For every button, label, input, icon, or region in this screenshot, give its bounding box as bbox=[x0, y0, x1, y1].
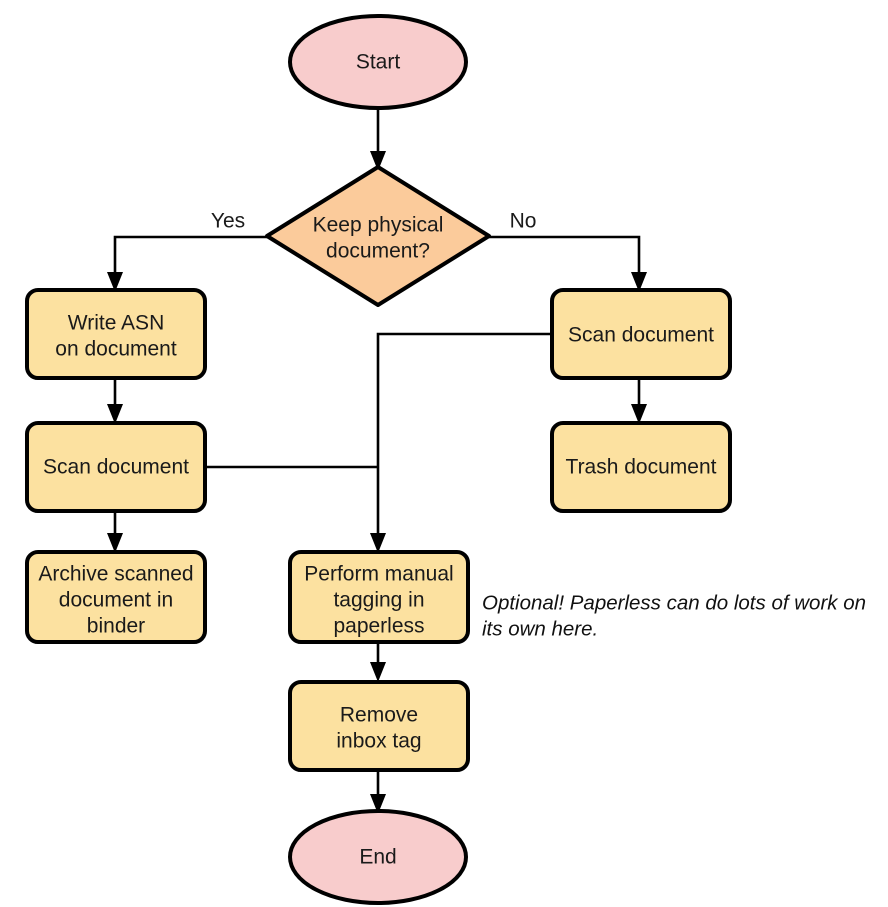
node-write-asn[interactable]: Write ASN on document bbox=[25, 288, 207, 380]
node-scan-document-right[interactable]: Scan document bbox=[550, 288, 732, 380]
edge-label-yes: Yes bbox=[211, 210, 245, 233]
node-tagging-label-line3: paperless bbox=[333, 615, 424, 638]
node-trash-document[interactable]: Trash document bbox=[550, 421, 732, 513]
node-remove-inbox-label-line2: inbox tag bbox=[336, 730, 421, 753]
edge-label-no: No bbox=[510, 210, 537, 233]
node-write-asn-label-line1: Write ASN bbox=[68, 312, 164, 335]
node-archive-scanned-document[interactable]: Archive scanned document in binder bbox=[25, 550, 207, 644]
node-start[interactable]: Start bbox=[288, 14, 468, 110]
edge-decision-no bbox=[489, 235, 647, 292]
annotation-optional-note: Optional! Paperless can do lots of work … bbox=[482, 591, 866, 640]
node-remove-inbox-tag[interactable]: Remove inbox tag bbox=[288, 680, 470, 772]
node-scan-document-left[interactable]: Scan document bbox=[25, 421, 207, 513]
node-archive-label-line1: Archive scanned bbox=[38, 563, 193, 586]
node-start-label: Start bbox=[356, 51, 401, 74]
node-tagging-label-line2: tagging in bbox=[333, 589, 424, 612]
node-archive-label-line2: document in bbox=[59, 589, 173, 612]
node-tagging-label-line1: Perform manual bbox=[304, 563, 453, 586]
node-end-label: End bbox=[359, 846, 396, 869]
node-archive-label-line3: binder bbox=[87, 615, 145, 638]
edge-scanright-to-trash bbox=[631, 378, 647, 424]
edge-tagging-to-removeinbox bbox=[370, 642, 386, 682]
node-decision-label-line2: document? bbox=[326, 240, 430, 263]
edge-scanright-to-tagging bbox=[370, 332, 552, 553]
node-decision-label-line1: Keep physical bbox=[313, 214, 444, 237]
edge-decision-yes bbox=[107, 235, 267, 292]
node-scan-document-right-label: Scan document bbox=[568, 324, 714, 347]
node-trash-document-label: Trash document bbox=[566, 456, 717, 479]
edge-removeinbox-to-end bbox=[370, 770, 386, 814]
edge-scanleft-to-archive bbox=[107, 511, 123, 553]
node-scan-document-left-label: Scan document bbox=[43, 456, 189, 479]
edge-start-to-decision bbox=[370, 104, 386, 171]
node-remove-inbox-label-line1: Remove bbox=[340, 704, 418, 727]
node-end[interactable]: End bbox=[288, 809, 468, 905]
annotation-note-line1: Optional! Paperless can do lots of work … bbox=[482, 591, 866, 614]
node-decision-keep-physical-document[interactable]: Keep physical document? bbox=[265, 165, 491, 307]
edge-writeasn-to-scanleft bbox=[107, 378, 123, 424]
annotation-note-line2: its own here. bbox=[482, 617, 598, 640]
node-write-asn-label-line2: on document bbox=[55, 338, 177, 361]
node-perform-manual-tagging[interactable]: Perform manual tagging in paperless bbox=[288, 550, 470, 644]
